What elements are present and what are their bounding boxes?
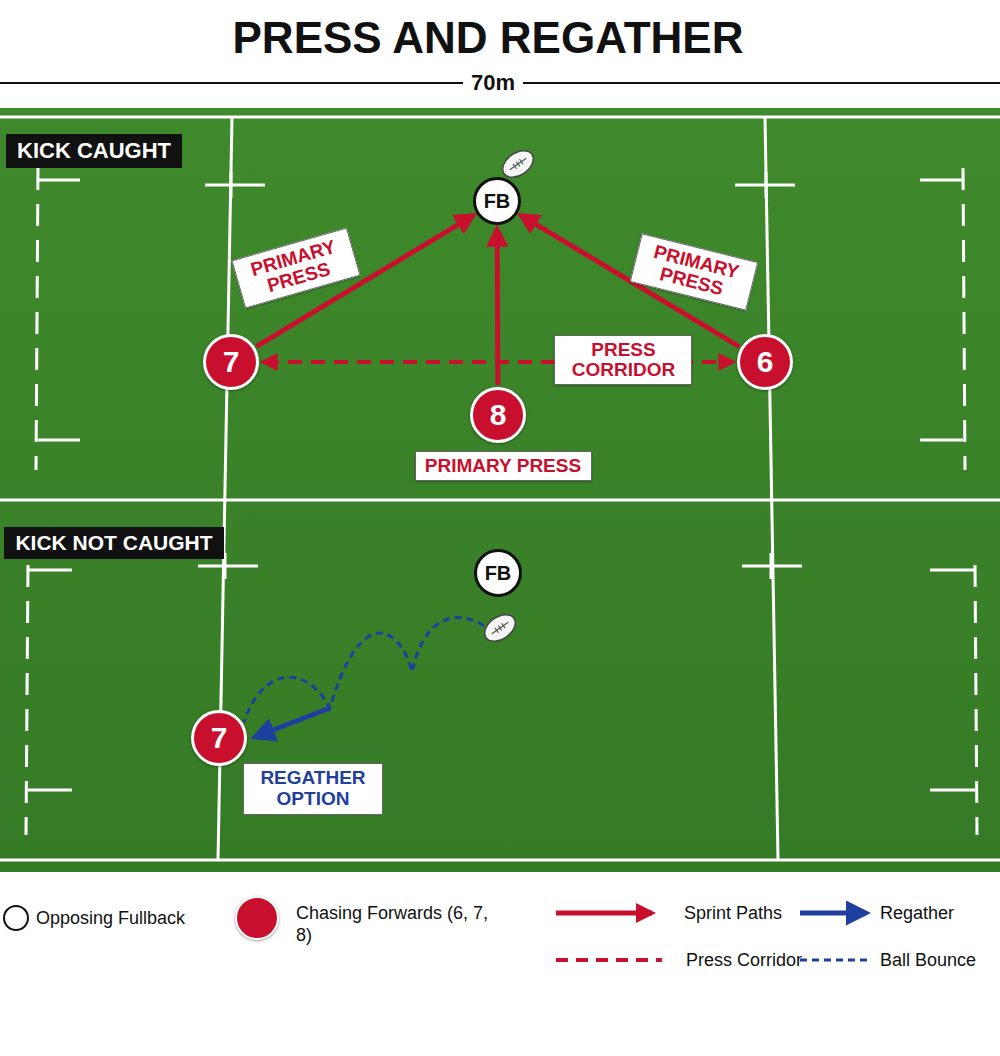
pitch-drawing bbox=[800, 911, 866, 916]
node-text: 8 bbox=[490, 398, 507, 432]
pitch-drawing bbox=[800, 959, 870, 962]
legend-text: Opposing Fullback bbox=[36, 908, 185, 929]
legend-text: Chasing Forwards (6, 7, 8) bbox=[296, 903, 496, 946]
pitch-drawing bbox=[920, 179, 963, 182]
pitch-drawing bbox=[480, 609, 520, 647]
pitch-drawing bbox=[38, 179, 80, 182]
pitch-drawing bbox=[765, 117, 778, 860]
pitch-drawing bbox=[963, 168, 965, 470]
pitch-drawing bbox=[975, 565, 977, 835]
pitch-drawing bbox=[230, 172, 233, 198]
node-text: PRIMARY PRESS bbox=[641, 241, 748, 304]
node-text: KICK CAUGHT bbox=[17, 138, 171, 164]
legend-text: Sprint Paths bbox=[684, 903, 782, 924]
pitch-drawing bbox=[930, 789, 975, 792]
pitch-drawing bbox=[765, 172, 768, 198]
node-text: KICK NOT CAUGHT bbox=[15, 531, 212, 555]
pitch-drawing bbox=[480, 609, 520, 647]
dimension-label: 70m bbox=[463, 70, 523, 96]
node-text: 7 bbox=[223, 345, 240, 379]
node-text: PRIMARY PRESS bbox=[425, 456, 581, 476]
fullback-circle: FB bbox=[473, 177, 521, 225]
forward-circle: 7 bbox=[203, 334, 259, 390]
legend-text: Regather bbox=[880, 903, 954, 924]
pitch-drawing bbox=[205, 184, 265, 187]
legend-text: Ball Bounce bbox=[880, 950, 976, 971]
forward-circle: 6 bbox=[737, 334, 793, 390]
node-text: PRIMARY PRESS bbox=[242, 235, 349, 301]
pitch-drawing bbox=[0, 499, 1000, 502]
pitch-drawing bbox=[920, 439, 963, 442]
pitch-drawing bbox=[244, 617, 484, 722]
node-text: REGATHER OPTION bbox=[253, 768, 373, 810]
node-text: 7 bbox=[211, 721, 228, 755]
regather-label: REGATHER OPTION bbox=[243, 763, 383, 815]
diagram-title: PRESS AND REGATHER bbox=[233, 13, 744, 63]
pitch-drawing bbox=[556, 958, 662, 962]
node-text: 6 bbox=[757, 345, 774, 379]
pitch-drawing bbox=[26, 565, 28, 835]
corridor-label: PRESS CORRIDOR bbox=[554, 335, 692, 385]
pitch-drawing bbox=[0, 116, 1000, 119]
pitch-drawing bbox=[0, 859, 1000, 862]
forward-circle: 8 bbox=[470, 387, 526, 443]
pitch-drawing bbox=[255, 708, 330, 737]
pitch-drawing bbox=[508, 156, 528, 172]
press-label: PRIMARY PRESS bbox=[630, 233, 759, 311]
pitch-drawing bbox=[0, 117, 1000, 860]
press-label: PRIMARY PRESS bbox=[415, 451, 592, 481]
pitch-drawing bbox=[38, 439, 80, 442]
legend-swatch bbox=[235, 896, 279, 940]
node-text: FB bbox=[485, 562, 512, 585]
pitch-drawing bbox=[4, 906, 28, 930]
pitch-drawing bbox=[0, 108, 1000, 872]
pitch-drawing bbox=[36, 168, 38, 470]
pitch-drawing bbox=[556, 911, 652, 916]
pitch-drawing bbox=[198, 565, 258, 568]
press-label: PRIMARY PRESS bbox=[231, 227, 360, 308]
legend-text: Press Corridor bbox=[686, 950, 802, 971]
pitch-drawing bbox=[28, 569, 72, 572]
pitch-drawing bbox=[28, 789, 72, 792]
node-text: FB bbox=[484, 190, 511, 213]
pitch-drawing bbox=[490, 620, 510, 636]
pitch-drawing bbox=[770, 553, 773, 579]
forward-circle: 7 bbox=[191, 710, 247, 766]
pitch-drawing bbox=[930, 569, 975, 572]
scenario-label: KICK NOT CAUGHT bbox=[4, 527, 224, 559]
scenario-label: KICK CAUGHT bbox=[6, 134, 182, 168]
fullback-circle: FB bbox=[474, 549, 522, 597]
